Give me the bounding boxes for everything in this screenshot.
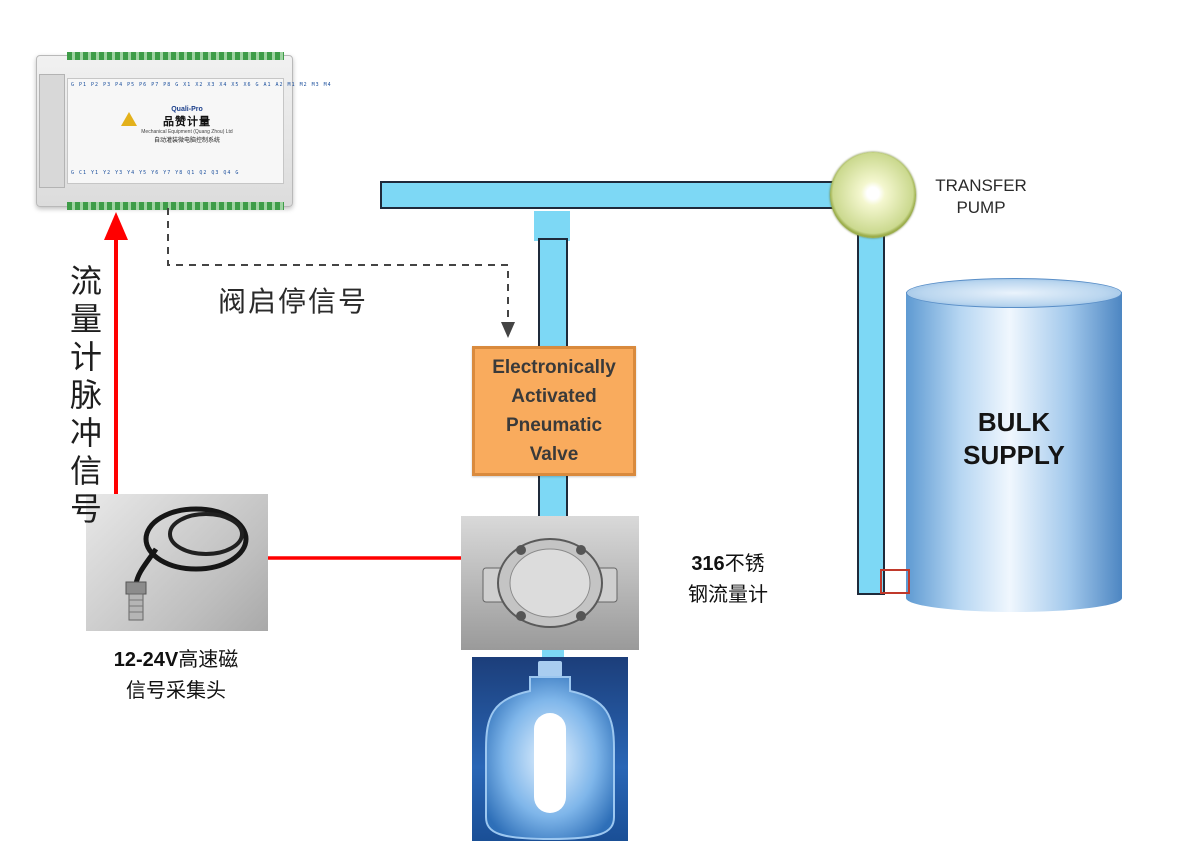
tank-outlet-marker [880, 569, 910, 594]
pulse-signal-char-2: 量 [69, 300, 102, 338]
bulk-supply-label: BULK SUPPLY [906, 406, 1122, 472]
transfer-pump [830, 152, 916, 238]
magnetic-sensor-icon [125, 506, 249, 621]
controller-side-module [39, 74, 65, 188]
pneumatic-valve-box: Electronically Activated Pneumatic Valve [472, 346, 636, 476]
valve-signal-line [167, 208, 509, 326]
pulse-signal-char-5: 冲 [69, 414, 102, 452]
controller-device: G P1 P2 P3 P4 P5 P6 P7 P8 G X1 X2 X3 X4 … [36, 52, 332, 210]
flowmeter-caption: 316不锈 钢流量计 [668, 548, 788, 609]
vertical-pipe-middle [538, 474, 568, 519]
brand-name-cn: 品赞计量 [163, 116, 211, 128]
magnetic-sensor-photo [86, 494, 268, 631]
controller-front-panel [67, 78, 284, 184]
flowmeter-caption-line2: 钢流量计 [688, 582, 768, 606]
flowmeter-caption-grade: 316 [691, 553, 725, 575]
bulk-supply-label-line2: SUPPLY [963, 440, 1065, 470]
top-horizontal-pipe [380, 181, 835, 209]
vertical-pipe-joint [534, 211, 570, 241]
water-bottle-photo [472, 657, 628, 841]
terminal-strip-bottom [67, 202, 284, 210]
system-name: 自动灌装微电脑控制系统 [153, 138, 220, 144]
pulse-signal-char-1: 流 [69, 262, 102, 300]
sensor-caption-line1: 高速磁 [178, 647, 239, 671]
bulk-supply-tank-top [906, 278, 1122, 308]
pulse-signal-char-6: 信 [69, 452, 102, 490]
valve-signal-arrowhead [501, 322, 515, 338]
bulk-supply-tank [906, 292, 1122, 612]
valve-label-line1: Electronically [492, 357, 616, 378]
transfer-pump-label-line1: TRANSFER [935, 176, 1027, 195]
sensor-caption-line2: 信号采集头 [126, 678, 226, 702]
valve-signal-label: 阀启停信号 [218, 285, 369, 318]
pulse-signal-arrowhead [104, 212, 128, 240]
valve-label-line2: Activated [511, 386, 597, 407]
sensor-caption: 12-24V高速磁 信号采集头 [84, 644, 268, 705]
pulse-signal-label: 流 量 计 脉 冲 信 号 [66, 262, 106, 528]
flowmeter-caption-line1: 不锈 [724, 551, 765, 575]
transfer-pump-label: TRANSFER PUMP [925, 175, 1037, 219]
brand-name-en: Quali-Pro [171, 106, 203, 113]
valve-label-line3: Pneumatic [505, 415, 603, 436]
pulse-signal-char-3: 计 [69, 338, 102, 376]
controller-pin-labels-bottom: G C1 Y1 Y2 Y3 Y4 Y5 Y6 Y7 Y8 Q1 Q2 Q3 Q4… [71, 170, 240, 176]
valve-label-line4: Valve [529, 444, 579, 465]
pump-supply-pipe [857, 233, 885, 595]
terminal-strip-top [67, 52, 284, 60]
transfer-pump-label-line2: PUMP [956, 198, 1006, 217]
pulse-signal-char-7: 号 [69, 490, 102, 528]
brand-subtitle: Mechanical Equipment (Quang Zhou) Ltd [141, 129, 233, 135]
flowmeter-icon [482, 538, 618, 628]
flowmeter-photo [461, 516, 639, 650]
brand-logo-icon [121, 112, 137, 126]
bulk-supply-label-line1: BULK [977, 407, 1051, 437]
vertical-pipe-upper [538, 238, 568, 348]
controller-brand: Quali-Pro 品赞计量 Mechanical Equipment (Qua… [121, 106, 237, 144]
sensor-caption-voltage: 12-24V [113, 649, 179, 671]
water-bottle-icon [485, 661, 615, 841]
pulse-signal-char-4: 脉 [69, 376, 102, 414]
controller-pin-labels-top: G P1 P2 P3 P4 P5 P6 P7 P8 G X1 X2 X3 X4 … [71, 82, 332, 88]
